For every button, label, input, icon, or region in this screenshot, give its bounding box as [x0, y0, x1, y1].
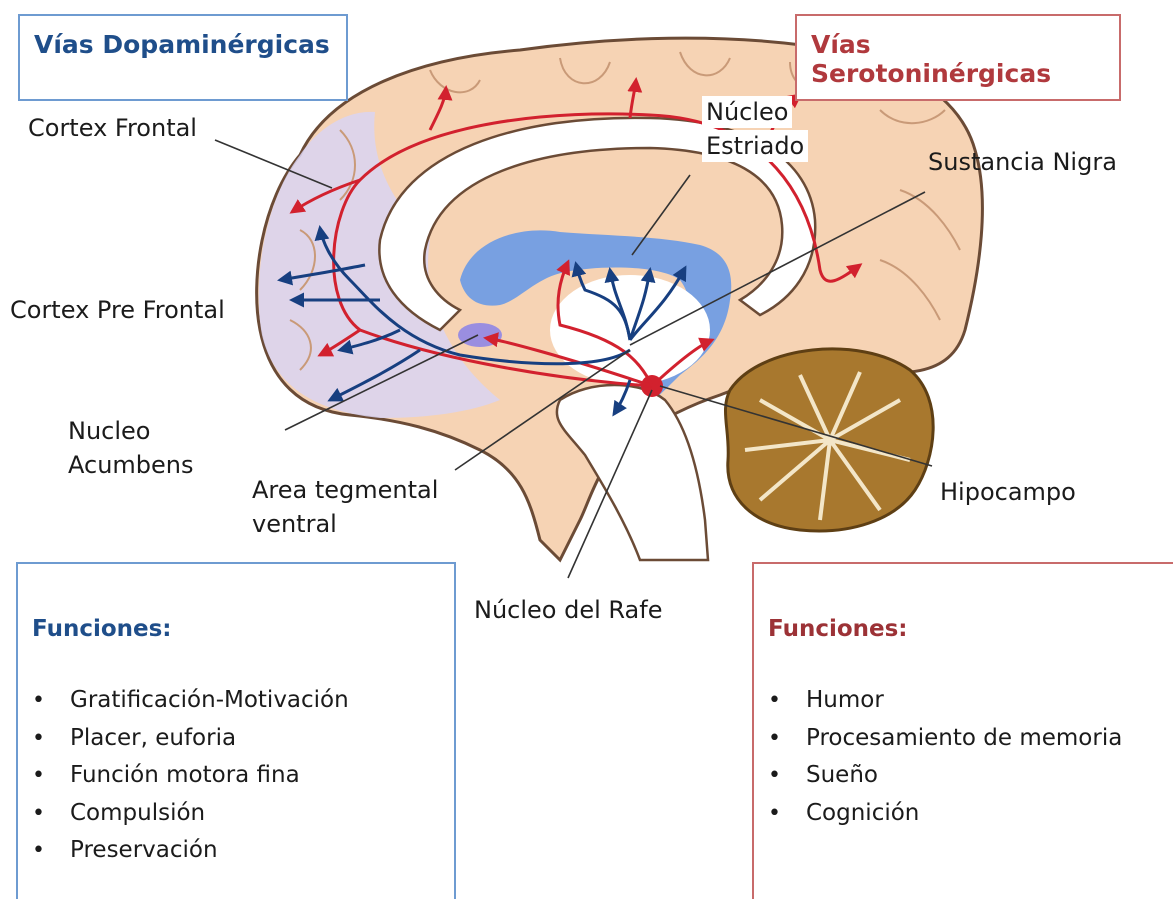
legend-dopaminergic: Vías Dopaminérgicas [18, 14, 348, 101]
functions-serotonergic-title: Funciones: [768, 616, 908, 642]
list-item: Humor [764, 682, 1122, 720]
list-item: Preservación [28, 832, 349, 870]
legend-dopaminergic-title: Vías Dopaminérgicas [34, 30, 330, 59]
list-item: Placer, euforia [28, 720, 349, 758]
list-item: Cognición [764, 795, 1122, 833]
label-nucleo-acumbens-2: Acumbens [68, 449, 194, 481]
label-area-tegmental-2: ventral [252, 508, 337, 540]
label-hipocampo: Hipocampo [940, 476, 1076, 508]
label-cortex-frontal: Cortex Frontal [28, 112, 197, 144]
label-area-tegmental-1: Area tegmental [252, 474, 438, 506]
label-nucleo-estriado-1: Núcleo [702, 96, 792, 128]
functions-serotonergic-box: Funciones: Humor Procesamiento de memori… [752, 562, 1173, 899]
functions-dopaminergic-title: Funciones: [32, 616, 172, 642]
nucleus-accumbens-shape [458, 323, 502, 347]
functions-dopaminergic-box: Funciones: Gratificación-Motivación Plac… [16, 562, 456, 899]
list-item: Procesamiento de memoria [764, 720, 1122, 758]
functions-serotonergic-list: Humor Procesamiento de memoria Sueño Cog… [764, 682, 1122, 832]
list-item: Gratificación-Motivación [28, 682, 349, 720]
legend-serotonergic-title: Vías Serotoninérgicas [811, 30, 1119, 88]
functions-dopaminergic-list: Gratificación-Motivación Placer, euforia… [28, 682, 349, 870]
list-item: Función motora fina [28, 757, 349, 795]
legend-serotonergic: Vías Serotoninérgicas [795, 14, 1121, 101]
label-nucleo-rafe: Núcleo del Rafe [474, 594, 662, 626]
label-nucleo-estriado-2: Estriado [702, 130, 808, 162]
list-item: Sueño [764, 757, 1122, 795]
label-sustancia-nigra: Sustancia Nigra [928, 146, 1117, 178]
label-nucleo-acumbens-1: Nucleo [68, 415, 150, 447]
label-cortex-pre-frontal: Cortex Pre Frontal [10, 294, 225, 326]
list-item: Compulsión [28, 795, 349, 833]
